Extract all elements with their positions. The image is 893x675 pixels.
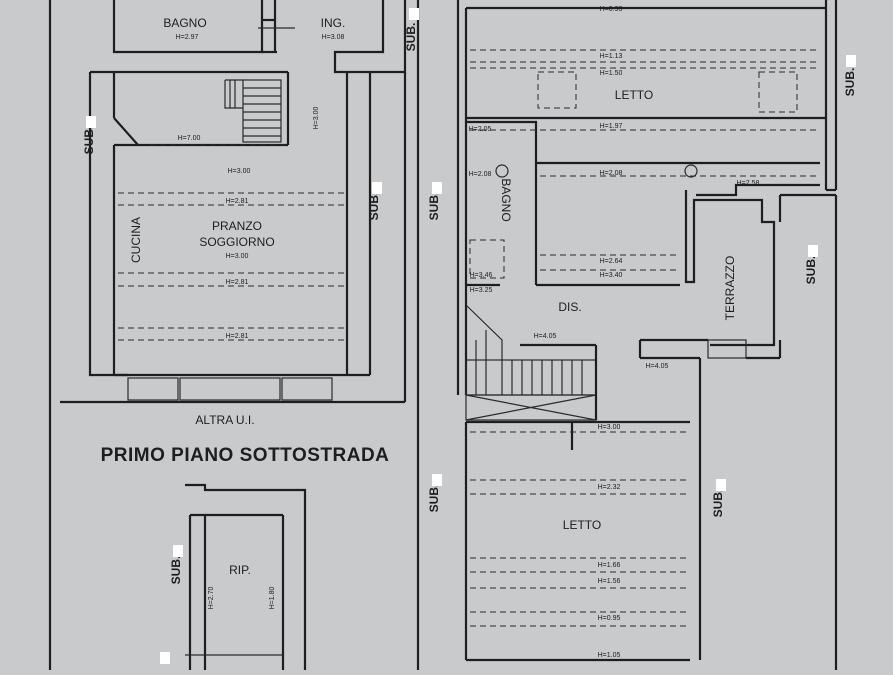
room-labels: BAGNO ING. PRANZO SOGGIORNO CUCINA LETTO…	[129, 16, 737, 577]
height-label: H=2.08	[600, 170, 623, 177]
label-tabs	[86, 8, 856, 664]
room-bagno-right: BAGNO	[499, 178, 513, 221]
height-label: H=2.81	[226, 198, 249, 205]
sub-labels: SUB. SUB. SUB. SUB. SUB. SUB. SUB. SUB. …	[82, 23, 857, 585]
room-letto-bottom: LETTO	[563, 518, 601, 532]
stair-left	[224, 79, 282, 143]
height-label: H=2.05	[469, 126, 492, 133]
room-pranzo: PRANZO	[212, 219, 262, 233]
room-dis: DIS.	[558, 300, 581, 314]
room-cucina: CUCINA	[129, 217, 143, 263]
height-label: H=7.00	[178, 135, 201, 142]
boundary-label: ALTRA U.I.	[195, 413, 254, 427]
sub-label: SUB.	[82, 126, 96, 155]
height-label: H=4.05	[534, 333, 557, 340]
room-bagno-left: BAGNO	[163, 16, 206, 30]
sub-label: SUB.	[804, 256, 818, 285]
stair-right	[465, 304, 598, 421]
sub-label: SUB.	[427, 484, 441, 513]
right-unit-walls	[416, 0, 838, 670]
height-label: H=3.25	[470, 287, 493, 294]
height-label: H=1.05	[598, 652, 621, 659]
sub-label: SUB.	[367, 192, 381, 221]
sub-label: SUB.	[843, 68, 857, 97]
height-label: H=3.46	[470, 272, 493, 279]
plan-title: PRIMO PIANO SOTTOSTRADA	[101, 445, 390, 466]
height-label: H=2.64	[600, 258, 623, 265]
height-label: H=2.58	[737, 180, 760, 187]
height-label: H=1.50	[600, 70, 623, 77]
room-letto-top: LETTO	[615, 88, 653, 102]
sub-label: SUB.	[427, 192, 441, 221]
height-label: H=2.70	[208, 587, 215, 610]
height-label: H=0.93	[600, 6, 623, 13]
sub-label: SUB.	[404, 23, 418, 52]
height-labels: H=2.97 H=3.08 H=3.00 H=7.00 H=3.00 H=2.8…	[176, 6, 760, 659]
height-label: H=0.95	[598, 615, 621, 622]
height-label: H=1.66	[598, 562, 621, 569]
sub-label: SUB.	[711, 489, 725, 518]
left-unit-walls	[48, 0, 407, 670]
height-label: H=2.08	[469, 171, 492, 178]
height-label: H=2.81	[226, 279, 249, 286]
height-label: H=2.97	[176, 34, 199, 41]
height-label: H=1.80	[269, 587, 276, 610]
room-ingresso: ING.	[321, 16, 346, 30]
height-label: H=2.32	[598, 484, 621, 491]
height-label: H=3.40	[600, 272, 623, 279]
height-label: H=2.81	[226, 333, 249, 340]
height-label: H=3.00	[228, 168, 251, 175]
height-label: H=3.00	[226, 253, 249, 260]
height-label: H=1.56	[598, 578, 621, 585]
room-terrazzo: TERRAZZO	[723, 256, 737, 321]
height-label: H=3.08	[322, 34, 345, 41]
room-soggiorno: SOGGIORNO	[199, 235, 274, 249]
room-rip: RIP.	[229, 563, 251, 577]
height-label: H=3.00	[313, 107, 320, 130]
height-label: H=1.97	[600, 123, 623, 130]
height-label: H=1.13	[600, 53, 623, 60]
height-label: H=4.05	[646, 363, 669, 370]
sub-label: SUB.	[169, 556, 183, 585]
height-label: H=3.00	[598, 424, 621, 431]
rip-block	[185, 483, 307, 670]
